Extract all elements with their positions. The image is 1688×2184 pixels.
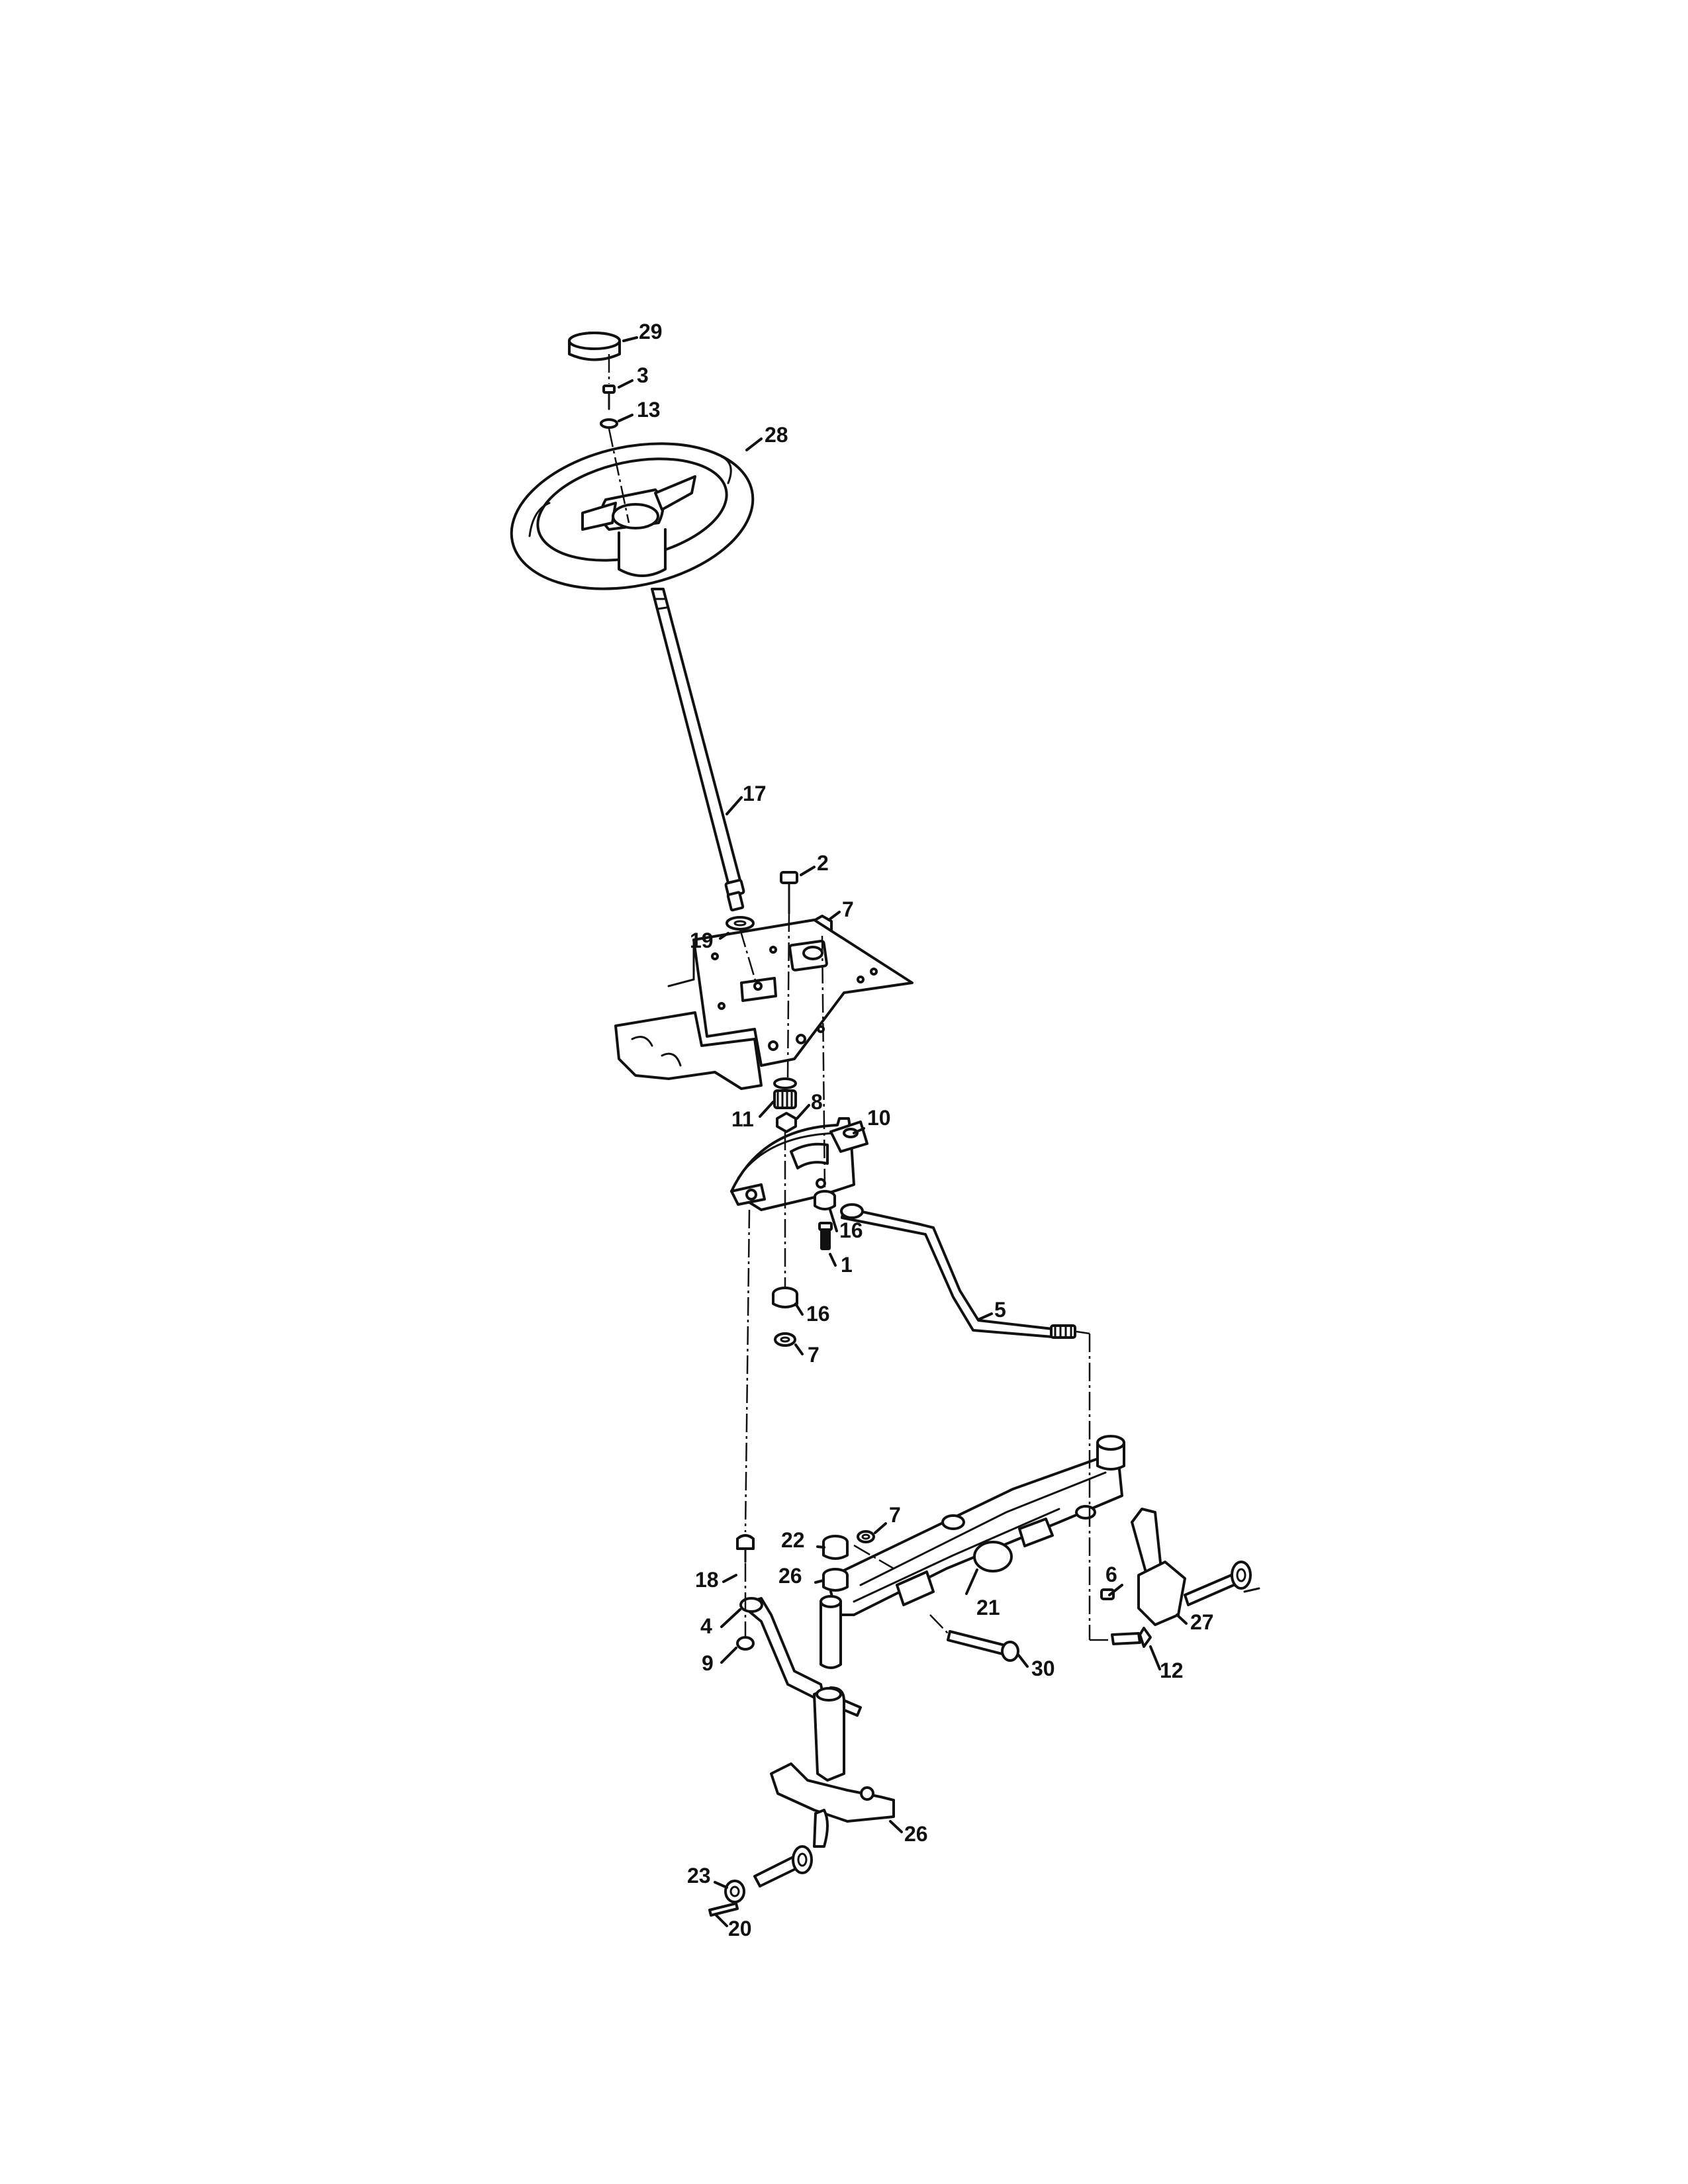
callout-19: 19 xyxy=(690,929,714,952)
pivot-bolt-30 xyxy=(947,1630,1019,1662)
callout-26-left: 26 xyxy=(904,1822,928,1846)
spindle-26-left xyxy=(753,1595,895,1888)
steering-shaft xyxy=(651,588,745,912)
callout-27: 27 xyxy=(1190,1610,1214,1634)
callout-7-top: 7 xyxy=(842,897,854,921)
callout-16-lower: 16 xyxy=(806,1302,830,1326)
callout-7-lower: 7 xyxy=(808,1343,820,1367)
callout-7-axle: 7 xyxy=(889,1503,901,1527)
bushing-26-axle xyxy=(822,1568,849,1592)
callout-2: 2 xyxy=(817,851,829,875)
callout-22: 22 xyxy=(781,1528,805,1552)
drag-link-5 xyxy=(840,1203,1076,1339)
nut-7-lower xyxy=(774,1332,796,1347)
callout-5: 5 xyxy=(994,1298,1006,1322)
callout-3: 3 xyxy=(637,363,649,387)
nut-8 xyxy=(776,1112,797,1133)
callout-17: 17 xyxy=(743,782,767,805)
bushing-16-lower xyxy=(772,1287,798,1308)
callout-16-upper: 16 xyxy=(839,1218,863,1242)
nut-9 xyxy=(736,1636,755,1651)
washer-23 xyxy=(724,1880,745,1903)
screw-1 xyxy=(818,1222,833,1250)
bushing-6 xyxy=(1100,1588,1115,1600)
sector-gear-10 xyxy=(730,1117,868,1211)
callout-21: 21 xyxy=(976,1596,1000,1619)
steering-wheel xyxy=(510,442,755,590)
washer-19 xyxy=(726,916,755,931)
steering-support-bracket xyxy=(614,919,914,1090)
washer-13 xyxy=(600,418,618,429)
cotter-pin-20 xyxy=(708,1902,739,1917)
callout-23: 23 xyxy=(687,1864,711,1888)
callout-29: 29 xyxy=(639,320,663,343)
callout-4: 4 xyxy=(700,1614,712,1638)
pinion-gear-11 xyxy=(773,1089,797,1109)
callout-6: 6 xyxy=(1105,1563,1117,1586)
callout-18: 18 xyxy=(695,1568,719,1592)
callout-30: 30 xyxy=(1031,1657,1055,1680)
callout-labels: 29 3 13 28 17 2 7 19 11 8 10 16 1 16 7 5… xyxy=(637,320,1214,1940)
bolt-2 xyxy=(780,871,798,915)
callout-8: 8 xyxy=(811,1090,823,1114)
callout-13: 13 xyxy=(637,398,661,422)
cap-22 xyxy=(822,1535,849,1560)
spindle-27 xyxy=(1131,1508,1260,1626)
callout-1: 1 xyxy=(841,1253,853,1277)
callout-28: 28 xyxy=(765,423,788,447)
ball-joint-18 xyxy=(736,1534,755,1563)
callout-9: 9 xyxy=(702,1651,714,1675)
leader-lines xyxy=(618,336,1188,1927)
cap-screw xyxy=(602,385,616,410)
assembly-axis-lines xyxy=(608,354,1113,1641)
steering-cap xyxy=(568,332,621,361)
front-axle-21 xyxy=(829,1435,1125,1616)
washer-11-upper xyxy=(773,1077,797,1089)
callout-20: 20 xyxy=(728,1917,752,1940)
callout-26-axle: 26 xyxy=(778,1564,802,1588)
bolt-12 xyxy=(1111,1627,1152,1648)
bushing-16-upper xyxy=(814,1190,836,1210)
callout-12: 12 xyxy=(1160,1659,1184,1682)
nut-7-axle xyxy=(857,1530,875,1543)
callout-10: 10 xyxy=(867,1106,891,1130)
callout-11: 11 xyxy=(731,1107,754,1131)
